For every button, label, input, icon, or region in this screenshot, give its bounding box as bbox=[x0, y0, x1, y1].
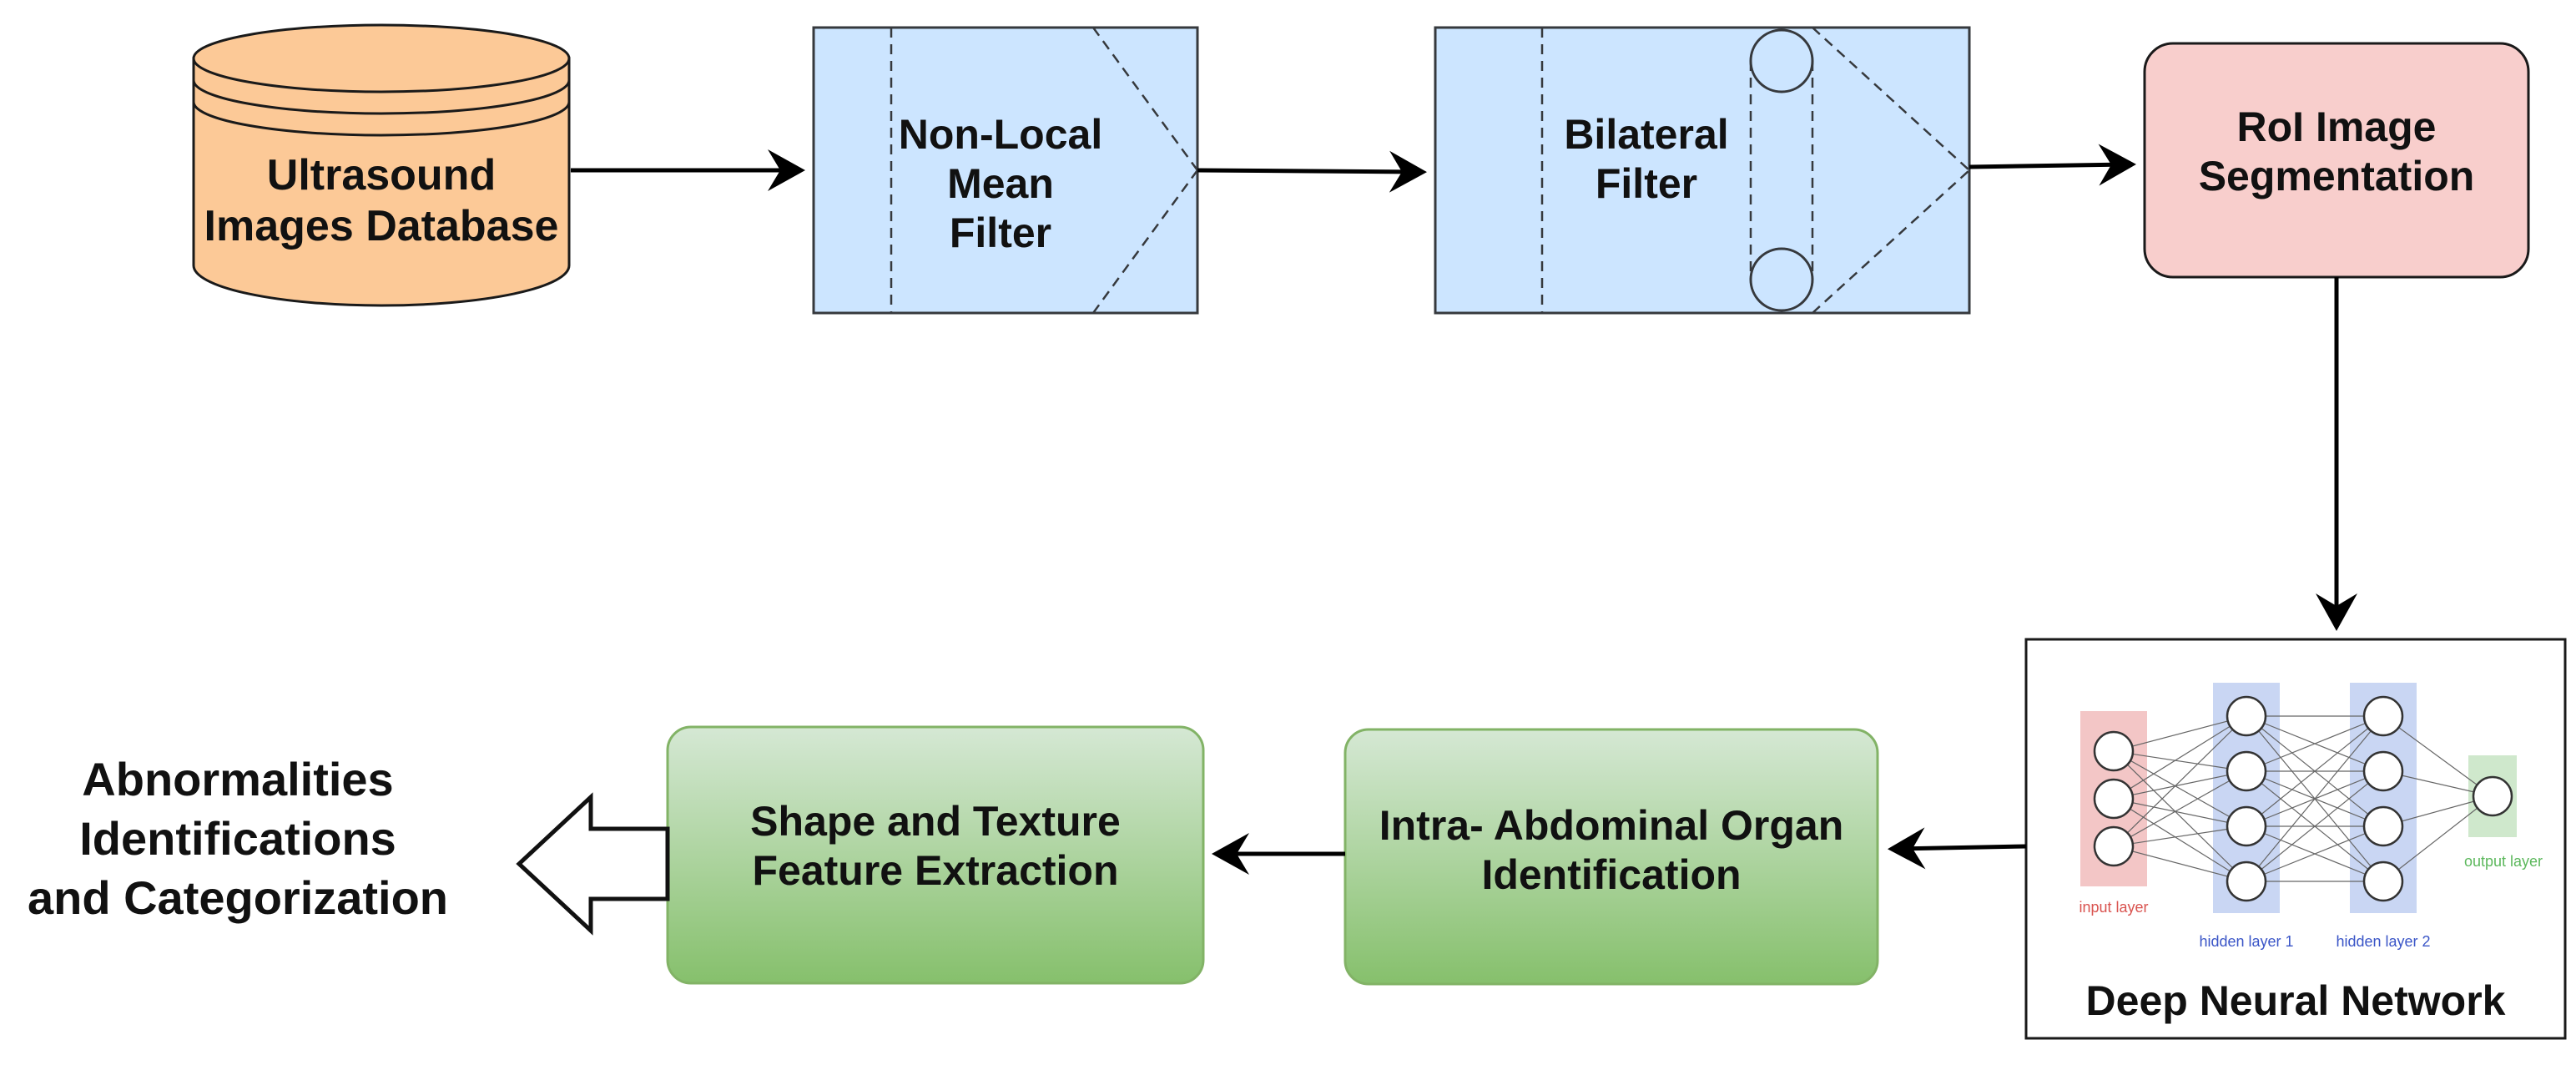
output-label-line1: Abnormalities bbox=[82, 753, 394, 805]
feature-extraction-label-line1: Shape and Texture bbox=[750, 798, 1121, 845]
bilateral-filter-label: Bilateral Filter bbox=[1542, 110, 1751, 209]
dnn-hidden-layer-1-label: hidden layer 1 bbox=[2199, 933, 2294, 950]
bilateral-filter-label-line2: Filter bbox=[1595, 160, 1698, 207]
dnn-frame bbox=[2024, 638, 2567, 1040]
organ-identification-label-line1: Intra- Abdominal Organ bbox=[1379, 802, 1844, 849]
output-label-line3: and Categorization bbox=[27, 871, 449, 925]
database-label-line2: Images Database bbox=[204, 202, 559, 251]
organ-identification-label: Intra- Abdominal Organ Identification bbox=[1345, 801, 1878, 900]
bilateral-filter-shape bbox=[1434, 26, 1971, 315]
output-label-line2: Identifications bbox=[79, 812, 396, 866]
database-cylinder bbox=[192, 23, 571, 307]
organ-identification-shape bbox=[1343, 728, 1879, 986]
feature-extraction-label: Shape and Texture Feature Extraction bbox=[668, 797, 1203, 896]
database-label: Ultrasound Images Database bbox=[194, 150, 569, 253]
nlm-filter-label-line1: Non-Local bbox=[898, 111, 1103, 158]
arrow-bilateral-to-roi bbox=[1969, 144, 2136, 186]
roi-segmentation-label-line1: RoI Image bbox=[2236, 103, 2437, 150]
dnn-output-layer-label: output layer bbox=[2463, 853, 2543, 870]
database-label-line1: Ultrasound bbox=[266, 151, 497, 199]
feature-extraction-label-line2: Feature Extraction bbox=[752, 847, 1119, 894]
bilateral-filter-label-line1: Bilateral bbox=[1564, 111, 1729, 158]
roi-segmentation-label-line2: Segmentation bbox=[2198, 153, 2475, 199]
dnn-input-layer-label: input layer bbox=[2079, 899, 2149, 916]
arrow-nlm-to-bilateral bbox=[1197, 150, 1427, 193]
organ-identification-label-line2: Identification bbox=[1481, 851, 1742, 898]
nlm-filter-label-line2: Mean Filter bbox=[947, 160, 1054, 256]
output-hollow-arrow bbox=[516, 792, 670, 936]
arrow-dnn-to-organ bbox=[1888, 827, 2027, 870]
nlm-filter-label: Non-Local Mean Filter bbox=[891, 110, 1110, 258]
roi-segmentation-label: RoI Image Segmentation bbox=[2145, 103, 2528, 201]
output-label: Abnormalities Identifications and Catego… bbox=[0, 750, 476, 927]
dnn-hidden-layer-2-label: hidden layer 2 bbox=[2336, 933, 2431, 950]
dnn-caption: Deep Neural Network bbox=[2085, 977, 2506, 1024]
